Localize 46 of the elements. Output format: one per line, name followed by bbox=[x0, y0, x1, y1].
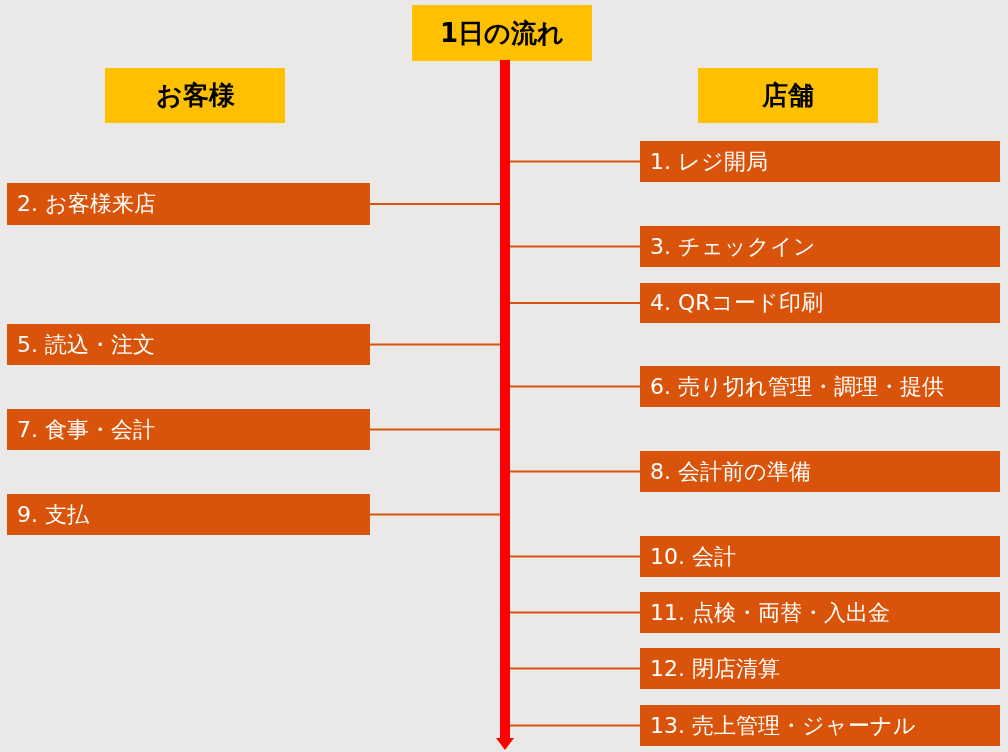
step-box bbox=[640, 592, 1000, 633]
connector-line bbox=[369, 428, 501, 431]
heading-box bbox=[412, 5, 592, 61]
timeline-arrow bbox=[496, 60, 514, 752]
connector-line bbox=[509, 470, 641, 473]
step-label: 10. 会計 bbox=[650, 542, 736, 571]
step-label: 4. QRコード印刷 bbox=[650, 289, 823, 317]
connector-line bbox=[369, 203, 501, 205]
step-box bbox=[640, 536, 1000, 577]
connector-line bbox=[509, 302, 641, 304]
step-label: 6. 売り切れ管理・調理・提供 bbox=[650, 372, 944, 401]
heading-box bbox=[698, 68, 878, 123]
step-label: 店舗 bbox=[762, 79, 814, 112]
connector-line bbox=[369, 513, 501, 516]
step-label: 5. 読込・注文 bbox=[17, 330, 155, 359]
step-label: 9. 支払 bbox=[17, 500, 89, 529]
step-box bbox=[7, 324, 370, 365]
step-box bbox=[640, 226, 1000, 267]
step-label: 8. 会計前の準備 bbox=[650, 457, 811, 486]
connector-line bbox=[509, 160, 641, 163]
heading-box bbox=[105, 68, 285, 123]
step-box bbox=[7, 409, 370, 450]
connector-line bbox=[509, 555, 641, 558]
step-label: お客様 bbox=[155, 79, 235, 112]
step-box bbox=[640, 283, 1000, 323]
connector-line bbox=[509, 385, 641, 388]
step-label: 1日の流れ bbox=[439, 16, 565, 50]
step-box bbox=[640, 141, 1000, 182]
connector-line bbox=[509, 611, 641, 614]
step-label: 3. チェックイン bbox=[650, 232, 816, 261]
connector-line bbox=[509, 667, 641, 670]
connector-line bbox=[369, 343, 501, 346]
step-box bbox=[640, 366, 1000, 407]
step-label: 11. 点検・両替・入出金 bbox=[650, 598, 890, 627]
step-box bbox=[640, 451, 1000, 492]
step-box bbox=[640, 705, 1000, 746]
step-label: 12. 閉店清算 bbox=[650, 654, 780, 683]
connector-line bbox=[509, 245, 641, 248]
step-box bbox=[7, 494, 370, 535]
step-box bbox=[640, 648, 1000, 689]
connector-line bbox=[509, 724, 641, 727]
step-label: 13. 売上管理・ジャーナル bbox=[650, 711, 916, 740]
step-label: 7. 食事・会計 bbox=[17, 415, 155, 444]
step-label: 1. レジ開局 bbox=[650, 147, 768, 176]
step-box bbox=[7, 183, 370, 225]
step-label: 2. お客様来店 bbox=[17, 190, 156, 218]
